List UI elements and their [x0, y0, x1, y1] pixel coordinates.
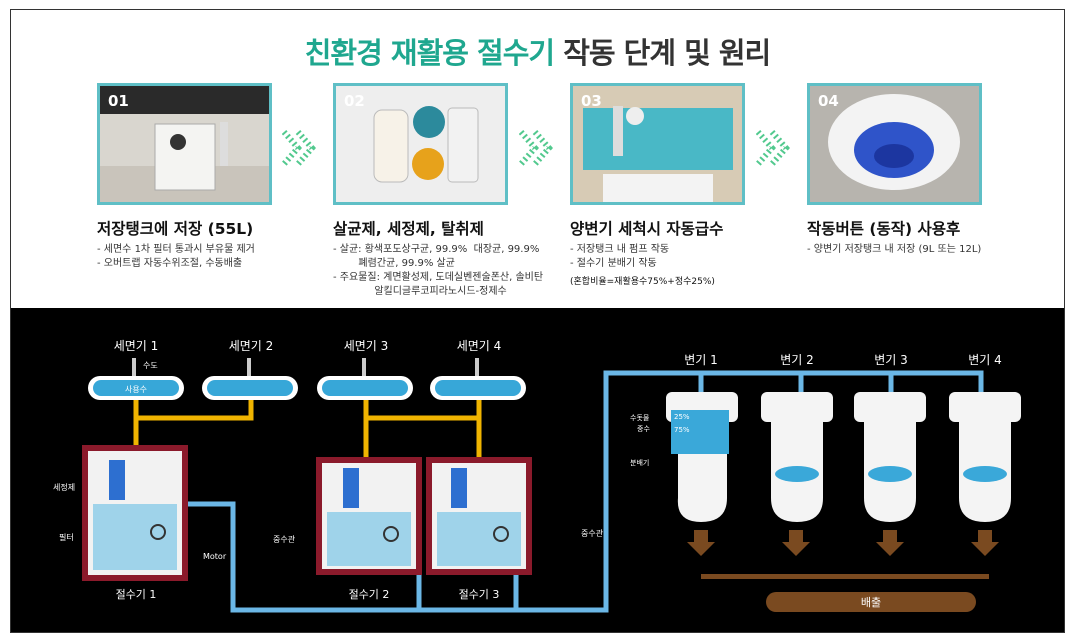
chevron-right-icon [519, 130, 553, 166]
motor-label: Motor [203, 552, 227, 561]
infographic-frame: 친환경 재활용 절수기 작동 단계 및 원리 01 저장탱크에 저장 (55L)… [10, 9, 1065, 633]
sink-3-label: 세면기 3 [344, 339, 389, 353]
step-1-number: 01 [108, 92, 129, 110]
unit-3-label: 절수기 3 [459, 588, 500, 601]
unit-1-label: 절수기 1 [116, 588, 157, 601]
tank-distributor-label: 분배기 [630, 458, 649, 467]
storage-tank-photo [100, 86, 269, 202]
step-3-note: (혼합비율=재활용수75%+정수25%) [570, 277, 715, 287]
arrow-down-icon [876, 530, 904, 556]
drain-arrows [687, 530, 999, 556]
step-1-title: 저장탱크에 저장 (55L) [97, 220, 254, 238]
step-2-bullet: - 살균: 황색포도상구균, 99.9% 대장균, 99.9% [333, 244, 540, 255]
step-1-bullet: - 오버트랩 자동수위조절, 수동배출 [97, 258, 243, 269]
tank-tap-label: 수돗물 [630, 414, 650, 422]
step-3-bullet: - 절수기 분배기 작동 [570, 258, 657, 269]
pipe-label: 중수관 [581, 528, 604, 538]
step-3-title: 양변기 세척시 자동급수 [570, 220, 724, 238]
step-2-title: 살균제, 세정제, 탈취제 [333, 220, 484, 238]
step-4-title: 작동버튼 (동작) 사용후 [807, 220, 961, 238]
toilet-3-label: 변기 3 [874, 353, 908, 367]
motor-icon [383, 526, 399, 542]
motor-icon [493, 526, 509, 542]
step-4-photo: 04 [807, 83, 982, 205]
plumbing-diagram: 세면기 1 세면기 2 세면기 3 세면기 4 수도 사용수 절수기 1 절수기… [53, 339, 1021, 613]
used-water-label: 사용수 [125, 385, 147, 394]
filter-label: 필터 [59, 532, 74, 542]
toilet-2 [761, 392, 833, 522]
sink-1 [88, 358, 184, 400]
step-2-photo: 02 [333, 83, 508, 205]
steps-section: 친환경 재활용 절수기 작동 단계 및 원리 01 저장탱크에 저장 (55L)… [11, 10, 1064, 308]
toilet-4-label: 변기 4 [968, 353, 1002, 367]
toilet-bowl-photo [810, 86, 979, 202]
water-saver-unit-3 [426, 457, 532, 575]
step-2-bullet: - 주요물질: 계면활성제, 도데실벤젠술폰산, 솔비탄 [333, 272, 544, 283]
arrow-down-icon [782, 530, 810, 556]
tank-pct-tap: 25% [674, 413, 690, 421]
tap-label: 수도 [143, 361, 158, 370]
drain-label: 배출 [861, 596, 881, 609]
sink-1-label: 세면기 1 [114, 339, 159, 353]
step-1: 01 저장탱크에 저장 (55L) - 세면수 1차 필터 통과시 부유물 제거… [97, 83, 337, 271]
step-2: 02 살균제, 세정제, 탈취제 - 살균: 황색포도상구균, 99.9% 대장… [333, 83, 573, 299]
step-3-bullet: - 저장탱크 내 펌프 작동 [570, 244, 670, 255]
step-3: 03 양변기 세척시 자동급수 - 저장탱크 내 펌프 작동 - 절수기 분배기… [570, 83, 810, 287]
step-1-bullet: - 세면수 1차 필터 통과시 부유물 제거 [97, 244, 255, 255]
toilet-tank-photo [573, 86, 742, 202]
step-2-bullet: 알킬디글루코피라노시드-정제수 [333, 286, 507, 297]
arrow-down-icon [971, 530, 999, 556]
detergent-label: 세정제 [53, 482, 75, 492]
arrow-down-icon [687, 530, 715, 556]
toilet-1 [666, 392, 738, 522]
chemicals-photo [336, 86, 505, 202]
title-green: 친환경 재활용 절수기 [304, 36, 555, 70]
toilet-3 [854, 392, 926, 522]
step-3-photo: 03 [570, 83, 745, 205]
system-diagram: 세면기 1 세면기 2 세면기 3 세면기 4 수도 사용수 절수기 1 절수기… [11, 308, 1064, 632]
step-4-number: 04 [818, 92, 839, 110]
blue-pipe [181, 370, 984, 613]
step-3-number: 03 [581, 92, 602, 110]
supply-pipes [181, 370, 984, 613]
chevron-right-icon [282, 130, 316, 166]
sink-2-label: 세면기 2 [229, 339, 274, 353]
title-dark: 작동 단계 및 원리 [563, 36, 771, 70]
sink-4-label: 세면기 4 [457, 339, 502, 353]
toilet-1-label: 변기 1 [684, 353, 718, 367]
step-1-photo: 01 [97, 83, 272, 205]
sink-2 [202, 358, 298, 400]
tank-grey-label: 중수 [637, 425, 650, 433]
chevron-right-icon [756, 130, 790, 166]
motor-icon [150, 524, 166, 540]
blue-pipe [698, 373, 894, 392]
unit-2-label: 절수기 2 [349, 588, 390, 601]
sink-4 [430, 358, 526, 400]
pipe-label: 중수관 [273, 534, 296, 544]
tank-pct-grey: 75% [674, 426, 690, 434]
yellow-pipe [133, 398, 254, 421]
sink-3 [317, 358, 413, 400]
water-saver-unit-2 [316, 457, 422, 575]
page-title: 친환경 재활용 절수기 작동 단계 및 원리 [11, 30, 1064, 72]
step-4-bullet: - 양변기 저장탱크 내 저장 (9L 또는 12L) [807, 244, 982, 255]
step-2-number: 02 [344, 92, 365, 110]
drain-badge [766, 592, 976, 612]
water-saver-unit-1 [82, 445, 188, 581]
drain-pipe [701, 574, 989, 579]
yellow-pipe [363, 398, 482, 421]
toilet-4 [949, 392, 1021, 522]
toilet-2-label: 변기 2 [780, 353, 814, 367]
step-4: 04 작동버튼 (동작) 사용후 - 양변기 저장탱크 내 저장 (9L 또는 … [807, 83, 1047, 257]
step-2-bullet: 폐렴간균, 99.9% 살균 [333, 258, 455, 269]
